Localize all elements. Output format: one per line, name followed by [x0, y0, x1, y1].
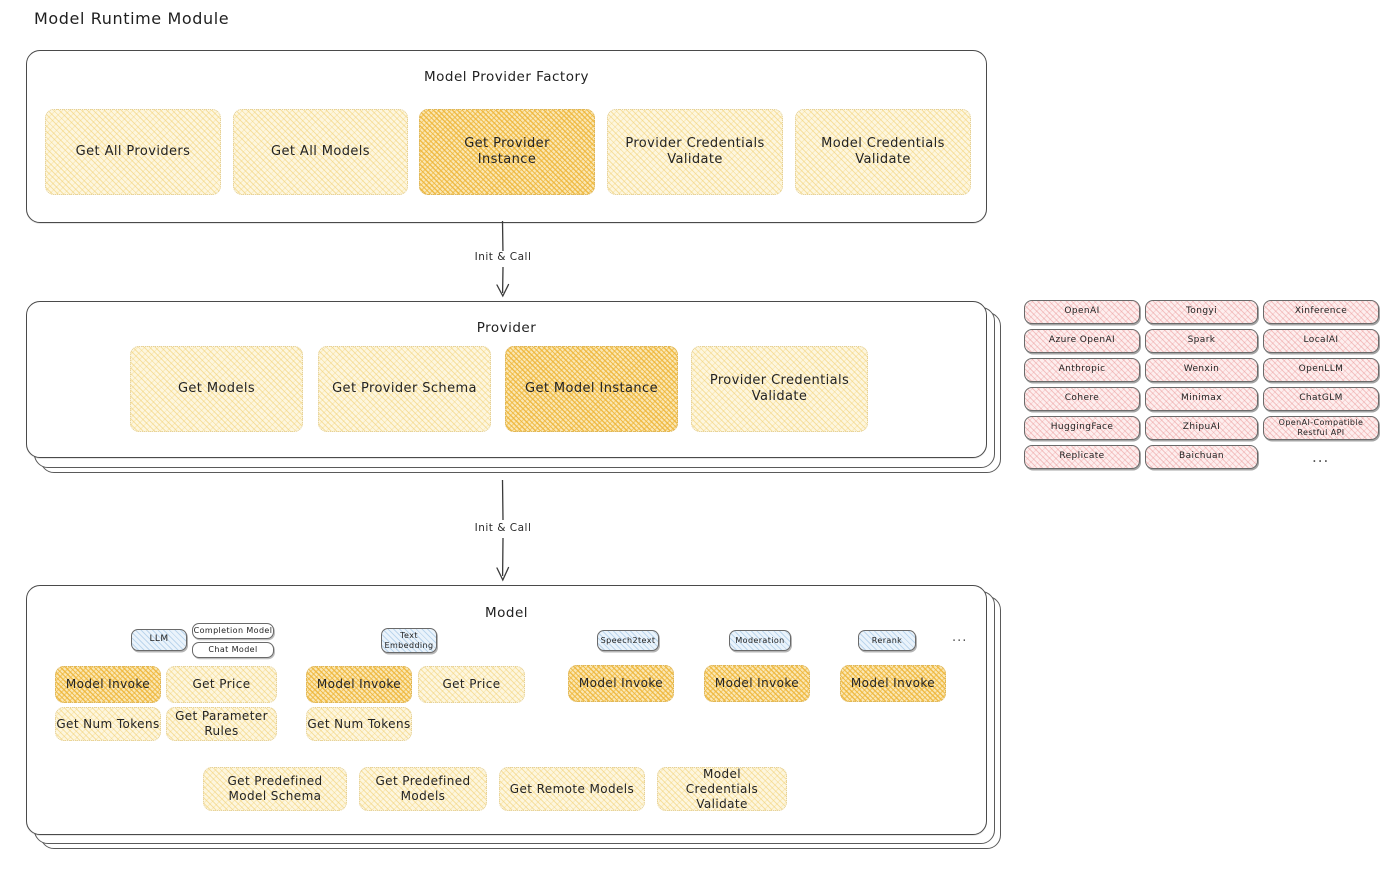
model-sub-badge-chat-model[interactable]: Chat Model [192, 642, 274, 658]
factory-box-get-provider-instance[interactable]: Get Provider Instance [419, 109, 595, 195]
provider-pill-anthropic[interactable]: Anthropic [1024, 358, 1140, 382]
provider-pill-replicate[interactable]: Replicate [1024, 445, 1140, 469]
llm-function-model-invoke[interactable]: Model Invoke [55, 666, 161, 703]
model-sub-badge-completion-model[interactable]: Completion Model [192, 623, 274, 639]
text-embedding-function-get-price[interactable]: Get Price [418, 666, 525, 703]
arrow-down-icon [496, 479, 510, 582]
model-panel: Model LLM Completion Model Chat Model Te… [26, 585, 987, 835]
factory-box-get-all-providers[interactable]: Get All Providers [45, 109, 221, 195]
provider-pill-tongyi[interactable]: Tongyi [1145, 300, 1258, 324]
model-common-get-predefined-models[interactable]: Get Predefined Models [359, 767, 487, 811]
provider-pill-zhipuai[interactable]: ZhipuAI [1145, 416, 1258, 440]
arrow-down-icon [496, 220, 510, 298]
model-provider-factory-title: Model Provider Factory [423, 69, 589, 85]
provider-title: Provider [476, 320, 537, 336]
factory-box-provider-credentials-validate[interactable]: Provider Credentials Validate [607, 109, 783, 195]
model-title: Model [484, 605, 529, 621]
provider-pill-chatglm[interactable]: ChatGLM [1263, 387, 1379, 411]
provider-list-more: ... [1312, 448, 1330, 466]
speech2text-function-model-invoke[interactable]: Model Invoke [568, 665, 674, 702]
provider-list: OpenAI Azure OpenAI Anthropic Cohere Hug… [1024, 300, 1384, 480]
provider-pill-xinference[interactable]: Xinference [1263, 300, 1379, 324]
provider-box-get-models[interactable]: Get Models [130, 346, 303, 432]
arrow-provider-to-model: Init & Call [450, 479, 556, 585]
provider-pill-minimax[interactable]: Minimax [1145, 387, 1258, 411]
text-embedding-function-get-num-tokens[interactable]: Get Num Tokens [306, 707, 412, 741]
provider-pill-cohere[interactable]: Cohere [1024, 387, 1140, 411]
model-type-badge-llm[interactable]: LLM [131, 629, 187, 651]
provider-pill-localai[interactable]: LocalAI [1263, 329, 1379, 353]
page-title: Model Runtime Module [34, 9, 230, 28]
model-types-more: ... [952, 630, 968, 645]
factory-box-model-credentials-validate[interactable]: Model Credentials Validate [795, 109, 971, 195]
provider-panel: Provider Get Models Get Provider Schema … [26, 301, 987, 458]
arrow-factory-to-provider: Init & Call [450, 220, 556, 301]
provider-pill-openai-compatible-restful-api[interactable]: OpenAI-Compatible Restful API [1263, 416, 1379, 440]
model-common-model-credentials-validate[interactable]: Model Credentials Validate [657, 767, 787, 811]
model-type-badge-rerank[interactable]: Rerank [858, 630, 916, 651]
provider-pill-openai[interactable]: OpenAI [1024, 300, 1140, 324]
provider-pill-openllm[interactable]: OpenLLM [1263, 358, 1379, 382]
llm-function-get-num-tokens[interactable]: Get Num Tokens [55, 707, 161, 741]
llm-function-get-parameter-rules[interactable]: Get Parameter Rules [166, 707, 277, 741]
moderation-function-model-invoke[interactable]: Model Invoke [704, 665, 810, 702]
provider-pill-baichuan[interactable]: Baichuan [1145, 445, 1258, 469]
provider-pill-huggingface[interactable]: HuggingFace [1024, 416, 1140, 440]
provider-pill-azure-openai[interactable]: Azure OpenAI [1024, 329, 1140, 353]
text-embedding-function-model-invoke[interactable]: Model Invoke [306, 666, 412, 703]
llm-function-get-price[interactable]: Get Price [166, 666, 277, 703]
arrow-label-init-and-call-2: Init & Call [450, 522, 556, 534]
provider-pill-wenxin[interactable]: Wenxin [1145, 358, 1258, 382]
model-type-badge-speech2text[interactable]: Speech2text [597, 630, 659, 651]
model-provider-factory-panel: Model Provider Factory Get All Providers… [26, 50, 987, 223]
model-common-get-predefined-model-schema[interactable]: Get Predefined Model Schema [203, 767, 347, 811]
provider-box-provider-credentials-validate[interactable]: Provider Credentials Validate [691, 346, 868, 432]
model-type-badge-text-embedding[interactable]: Text Embedding [381, 628, 437, 653]
provider-box-get-provider-schema[interactable]: Get Provider Schema [318, 346, 491, 432]
factory-box-get-all-models[interactable]: Get All Models [233, 109, 408, 195]
model-type-badge-moderation[interactable]: Moderation [729, 630, 791, 651]
rerank-function-model-invoke[interactable]: Model Invoke [840, 665, 946, 702]
provider-pill-spark[interactable]: Spark [1145, 329, 1258, 353]
provider-box-get-model-instance[interactable]: Get Model Instance [505, 346, 678, 432]
model-common-get-remote-models[interactable]: Get Remote Models [499, 767, 645, 811]
arrow-label-init-and-call-1: Init & Call [450, 251, 556, 263]
